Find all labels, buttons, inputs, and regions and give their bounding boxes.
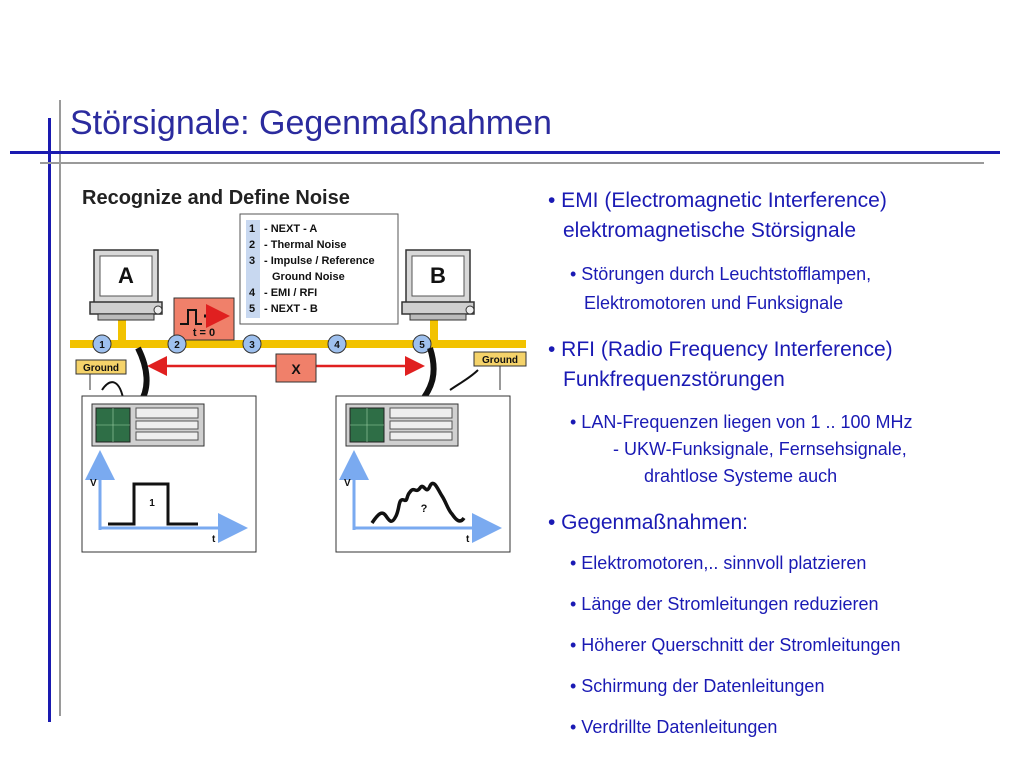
bullet-measure: • Elektromotoren,.. sinnvoll platzieren: [570, 553, 867, 573]
probe-cable-right: [417, 347, 437, 405]
oscilloscope-left: V t 1: [81, 395, 257, 553]
pulse-label: 1: [149, 498, 155, 509]
oscilloscope-right: V t ?: [335, 395, 511, 553]
link-label: X: [291, 361, 301, 377]
computer-b-icon: B: [401, 249, 475, 321]
legend-num: 2: [249, 239, 255, 251]
figure-heading: Recognize and Define Noise: [82, 187, 350, 209]
impulse-box: t = 0: [173, 297, 235, 341]
bullet-measures-heading: • Gegenmaßnahmen:: [548, 511, 748, 534]
bullet-measure: • Länge der Stromleitungen reduzieren: [570, 594, 879, 614]
axis-x-label: t: [466, 534, 470, 545]
horizontal-rule-blue: [10, 151, 1000, 154]
bullet-rfi-translation: Funkfrequenzstörungen: [563, 368, 785, 391]
pulse-trace: [108, 482, 198, 526]
bullet-emi-translation: elektromagnetische Störsignale: [563, 219, 856, 242]
legend-num: 1: [249, 223, 255, 235]
computer-b-label: B: [430, 263, 446, 288]
point-label: 5: [419, 340, 425, 351]
legend-box: 1 - NEXT - A 2 - Thermal Noise 3 - Impul…: [239, 213, 399, 325]
axis-y-label: V: [90, 478, 97, 489]
ground-label-left: Ground: [83, 363, 119, 374]
bullet-rfi-sub-cont2: drahtlose Systeme auch: [644, 466, 838, 486]
legend-text: - Thermal Noise: [264, 239, 347, 251]
vertical-rule-gray: [59, 100, 61, 716]
noise-figure: Recognize and Define Noise 1 - NEXT - A …: [70, 178, 540, 563]
point-label: 4: [334, 340, 340, 351]
bullet-rfi-sub: • LAN-Frequenzen liegen von 1 .. 100 MHz: [570, 412, 913, 432]
legend-text: Ground Noise: [272, 271, 345, 283]
bullet-measure: • Höherer Querschnitt der Stromleitungen: [570, 635, 901, 655]
legend-num: 5: [249, 303, 255, 315]
cable-drop-b: [430, 308, 438, 344]
legend-num: 4: [249, 287, 256, 299]
legend-num: 3: [249, 255, 255, 267]
cable-line: [70, 340, 526, 348]
computer-a-icon: A: [89, 249, 163, 321]
cable-drop-a: [118, 308, 126, 344]
bullet-emi: • EMI (Electromagnetic Interference): [548, 189, 887, 212]
legend-text: - NEXT - A: [264, 223, 317, 235]
point-label: 3: [249, 340, 255, 351]
bullet-rfi: • RFI (Radio Frequency Interference): [548, 338, 893, 361]
legend-text: - NEXT - B: [264, 303, 318, 315]
slide-title: Störsignale: Gegenmaßnahmen: [70, 104, 552, 142]
legend-text: - Impulse / Reference: [264, 255, 375, 267]
bullet-rfi-sub-cont: - UKW-Funksignale, Fernsehsignale,: [613, 439, 907, 459]
legend-text: - EMI / RFI: [264, 287, 317, 299]
probe-cable-left: [135, 346, 150, 405]
horizontal-rule-gray: [40, 162, 984, 164]
computer-a-label: A: [118, 263, 134, 288]
point-label: 2: [174, 340, 180, 351]
bullet-measure: • Verdrillte Datenleitungen: [570, 717, 778, 737]
axis-x-label: t: [212, 534, 216, 545]
vertical-rule-blue: [48, 118, 51, 722]
ground-label-right: Ground: [482, 355, 518, 366]
axis-y-label: V: [344, 478, 351, 489]
impulse-label: t = 0: [193, 327, 215, 339]
bullet-emi-sub: • Störungen durch Leuchtstofflampen,: [570, 264, 872, 284]
noise-label: ?: [421, 503, 428, 515]
noise-trace: [370, 481, 466, 524]
bullet-emi-sub-cont: Elektromotoren und Funksignale: [584, 293, 844, 313]
bullet-measure: • Schirmung der Datenleitungen: [570, 676, 825, 696]
point-label: 1: [99, 340, 105, 351]
